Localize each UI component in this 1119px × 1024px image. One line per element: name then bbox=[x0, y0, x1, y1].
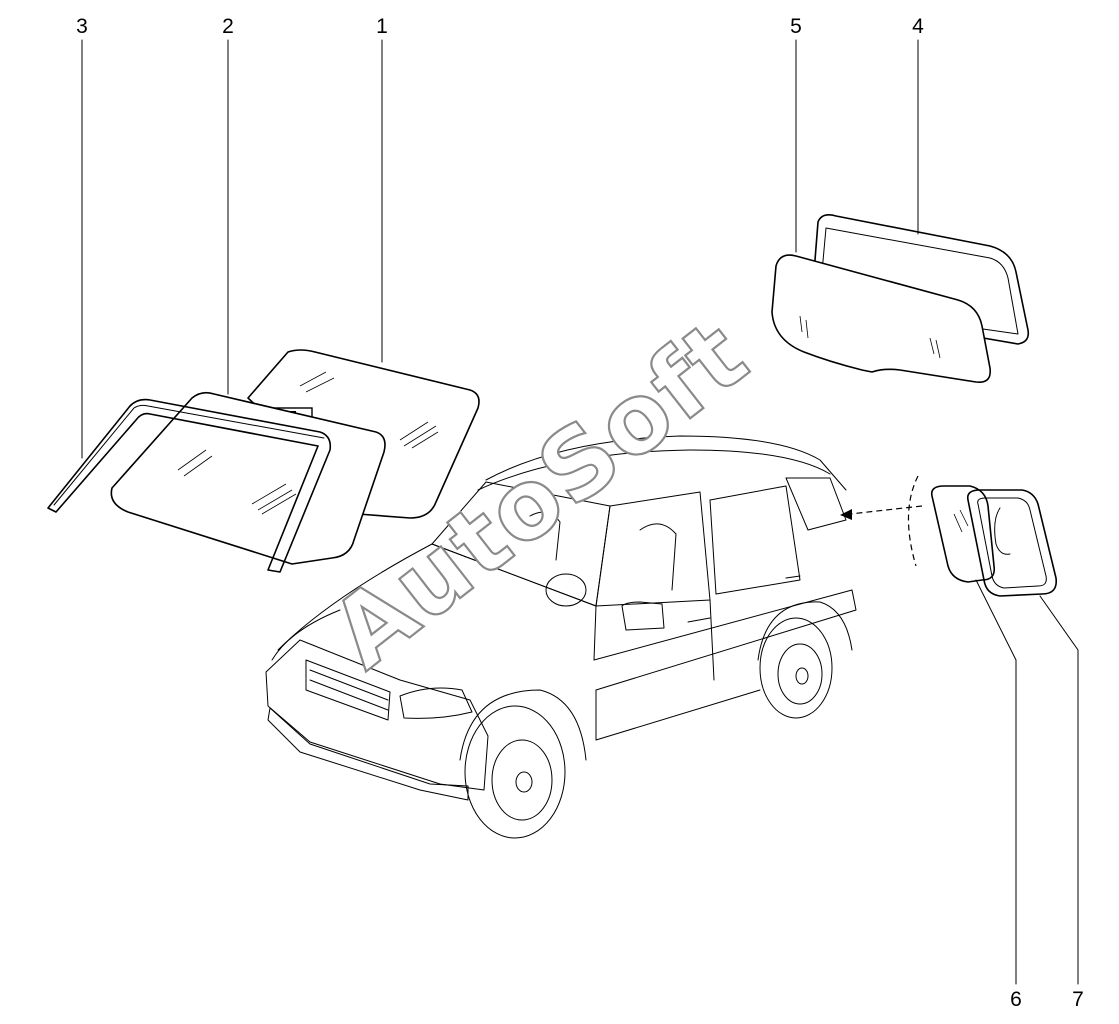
side-window-glass bbox=[771, 254, 992, 384]
quarter-window-glass bbox=[930, 485, 996, 583]
callout-5: 5 bbox=[790, 15, 802, 38]
callout-2: 2 bbox=[222, 15, 234, 38]
callout-3: 3 bbox=[76, 15, 88, 38]
callout-7: 7 bbox=[1072, 988, 1084, 1011]
callout-labels: 3 2 1 5 4 6 7 bbox=[76, 15, 1084, 1011]
quarter-window-seal bbox=[966, 489, 1058, 597]
windshield-seal bbox=[47, 398, 332, 573]
leader-lines bbox=[81, 39, 1079, 985]
callout-6: 6 bbox=[1010, 988, 1022, 1011]
leader-line-7 bbox=[1039, 595, 1079, 985]
windshield-inner-glass bbox=[110, 391, 386, 565]
callout-4: 4 bbox=[912, 15, 924, 38]
callout-1: 1 bbox=[376, 15, 388, 38]
vehicle-outline bbox=[265, 435, 857, 839]
leader-line-6 bbox=[975, 579, 1017, 985]
quarter-window-arrow bbox=[840, 475, 923, 567]
